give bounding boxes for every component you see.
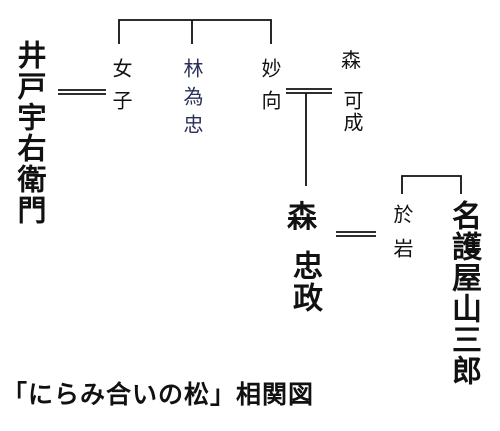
person-mori-tadamasa-given: 忠政 — [287, 250, 322, 314]
person-hayashi: 林為忠 — [180, 58, 204, 142]
person-ido: 井戸宇右衛門 — [13, 40, 47, 226]
person-oiwa: 於岩 — [390, 204, 414, 272]
person-mori-tadamasa-surname: 森 — [287, 200, 317, 235]
sibling-bracket — [118, 19, 272, 44]
sibling-bracket-nago — [401, 175, 462, 194]
person-mori-yoshinari-given: 可成 — [340, 90, 364, 134]
diagram-title: 「にらみ合いの松」相関図 — [2, 380, 315, 409]
person-onna: 女子 — [109, 58, 133, 122]
person-myoko: 妙向 — [258, 58, 282, 122]
person-mori-yoshinari-surname: 森 — [341, 48, 361, 72]
person-nago: 名護屋山三郎 — [446, 200, 481, 386]
